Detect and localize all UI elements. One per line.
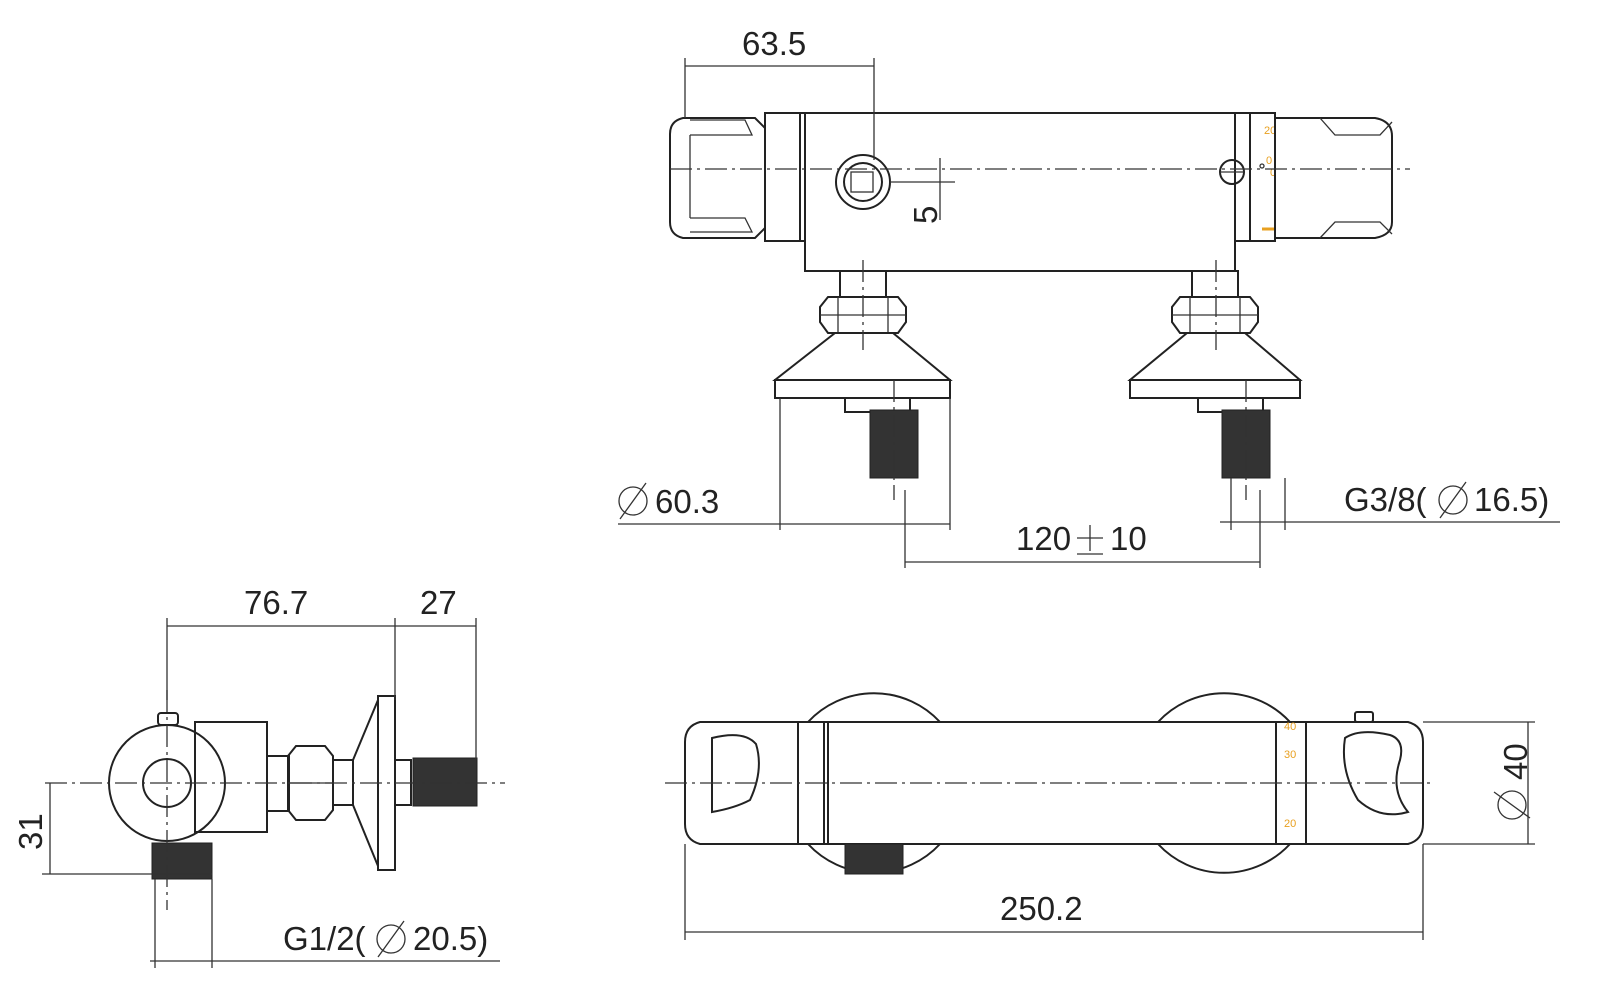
- side-nut: [287, 745, 334, 821]
- front-scale-20: 20: [1284, 818, 1296, 830]
- diameter-icon: [618, 482, 648, 520]
- side-view: 76.7 27 31 G1/2( 20.5): [12, 584, 505, 968]
- dim-centers: 120: [1016, 520, 1071, 557]
- front-outlet-thread: [844, 843, 904, 875]
- side-body: [194, 721, 268, 833]
- front-scale-30: 30: [1284, 749, 1296, 761]
- dim-outlet-thread-value: 20.5): [413, 920, 488, 957]
- dim-knob-offset: 5: [907, 206, 944, 224]
- diameter-icon: [376, 920, 406, 958]
- dim-overall-length: 250.2: [1000, 890, 1083, 927]
- dim-side-height: 31: [12, 813, 49, 850]
- front-scale-40: 40: [1284, 721, 1296, 733]
- dim-body-diameter: 40: [1497, 743, 1534, 780]
- plus-minus-icon: [1077, 525, 1103, 555]
- front-right-rosette: [1157, 692, 1291, 723]
- dim-centers-tolerance: 10: [1110, 520, 1147, 557]
- dim-inlet-thread-label: G3/8(: [1344, 481, 1427, 518]
- diameter-icon: [1493, 790, 1531, 820]
- side-outlet-thread: [151, 842, 213, 880]
- dim-top-offset: 63.5: [742, 25, 806, 62]
- dim-side-depth: 76.7: [244, 584, 308, 621]
- top-view: 20 0 0 5: [618, 25, 1560, 568]
- top-scale-0b: 0: [1270, 167, 1276, 179]
- side-inlet-thread: [412, 757, 478, 807]
- top-scale-0a: 0: [1266, 155, 1272, 167]
- side-cap: [157, 712, 179, 726]
- dim-side-thread-len: 27: [420, 584, 457, 621]
- top-left-inlet-leg: [772, 260, 953, 500]
- front-right-handle: [1305, 721, 1424, 845]
- front-left-rosette: [807, 692, 941, 723]
- top-scale-20: 20: [1264, 125, 1276, 137]
- front-view: 40 30 20 40 250.2: [665, 692, 1535, 940]
- dim-rosette-diameter: 60.3: [655, 483, 719, 520]
- front-left-handle: [684, 721, 799, 845]
- dim-inlet-thread-value: 16.5): [1474, 481, 1549, 518]
- dim-outlet-thread-label: G1/2(: [283, 920, 366, 957]
- top-right-inlet-leg: [1127, 260, 1303, 500]
- diameter-icon: [1438, 481, 1468, 519]
- top-right-handle: [1274, 117, 1393, 239]
- top-left-handle: [669, 117, 766, 239]
